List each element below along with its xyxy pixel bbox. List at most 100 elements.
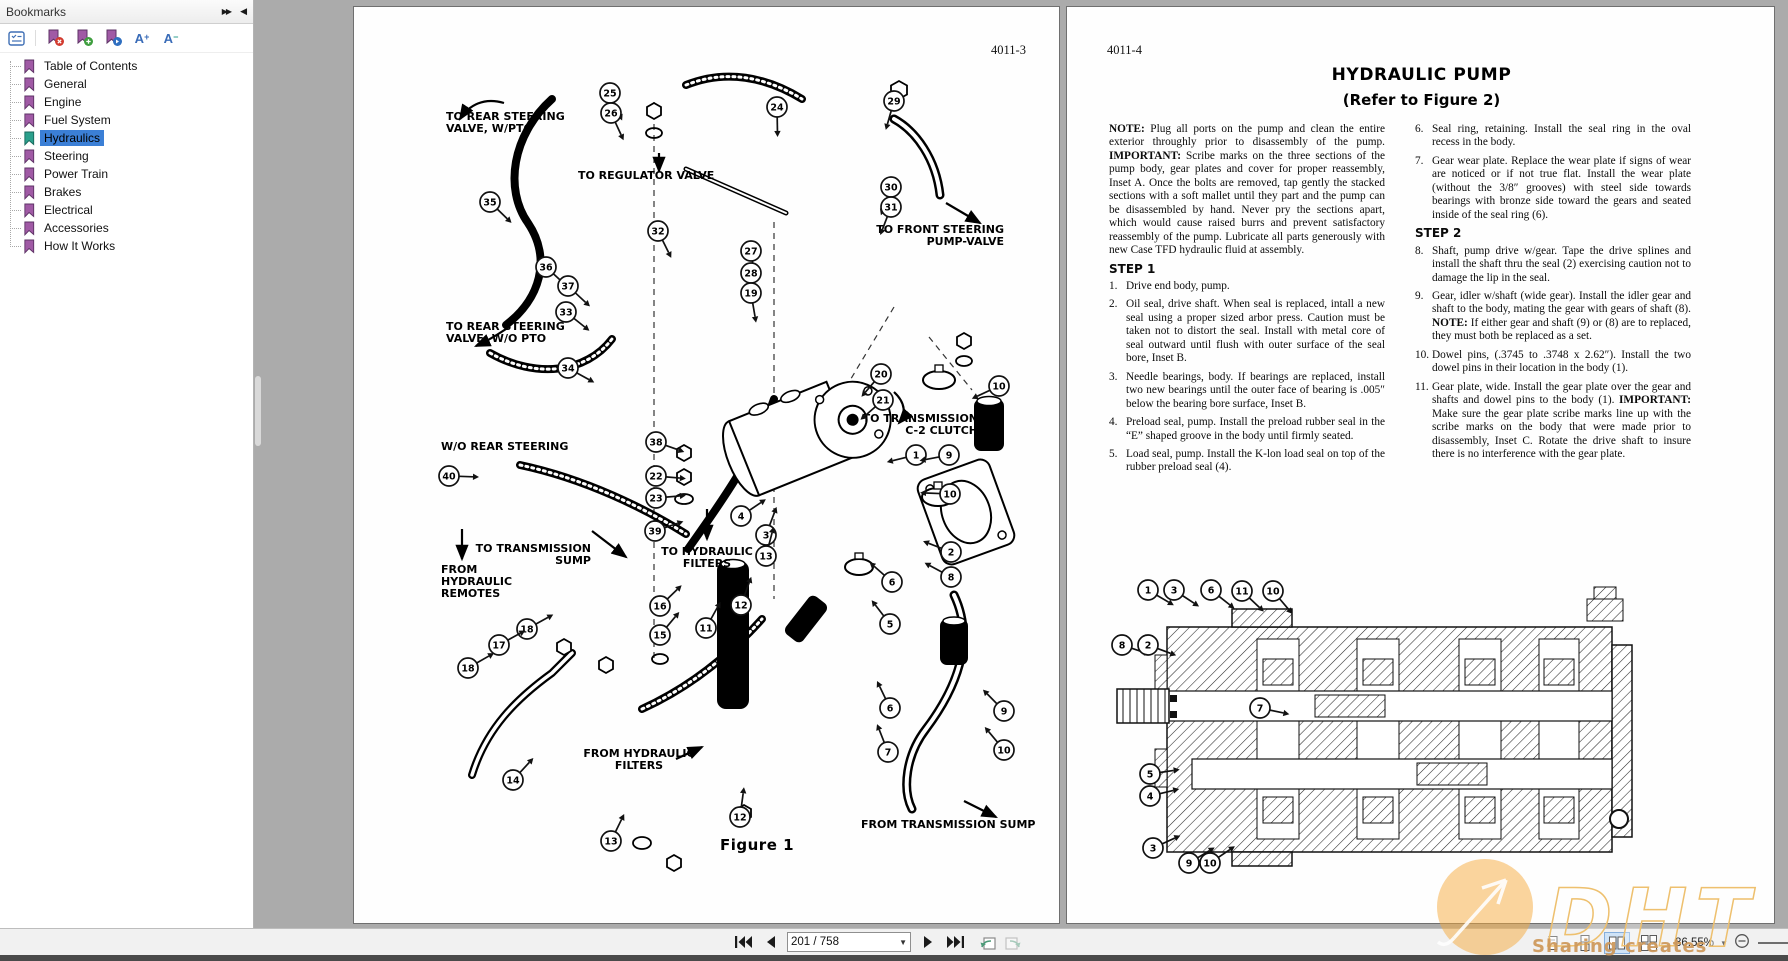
next-page-button[interactable] (918, 932, 938, 952)
figure-label: TO REGULATOR VALVE (578, 169, 714, 182)
first-page-button[interactable] (733, 932, 753, 952)
bookmark-item-brakes[interactable]: Brakes (0, 183, 253, 201)
previous-page-button[interactable] (760, 932, 780, 952)
svg-text:5: 5 (887, 620, 894, 631)
callout-balloon-36 (535, 256, 557, 278)
callout-balloon-1 (1137, 579, 1159, 601)
callout-balloon-32 (647, 220, 669, 242)
bookmark-item-steering[interactable]: Steering (0, 147, 253, 165)
callout-balloon-14 (502, 769, 524, 791)
bookmark-label: Steering (44, 149, 89, 163)
callout-balloon-10 (939, 483, 961, 505)
callout-balloon-3 (755, 524, 777, 546)
tree-line (10, 61, 11, 247)
svg-text:6: 6 (887, 704, 894, 715)
svg-text:10: 10 (997, 746, 1011, 757)
bookmark-label: Table of Contents (44, 59, 138, 73)
bookmark-item-power-train[interactable]: Power Train (0, 165, 253, 183)
add-bookmark-icon[interactable] (74, 29, 94, 47)
decrease-text-size-icon[interactable]: A− (163, 30, 179, 46)
expand-panel-icon[interactable]: ▶▶ (221, 7, 232, 16)
bookmark-item-hydraulics[interactable]: Hydraulics (0, 129, 253, 147)
previous-view-button[interactable] (978, 932, 998, 952)
numbered-item: 11.Gear plate, wide. Install the gear pl… (1415, 380, 1691, 460)
layout-two-page-button[interactable] (1604, 932, 1630, 954)
figure-1-callouts: 2526242930313532272819363733342021103822… (438, 82, 1015, 852)
callout-balloon-30 (880, 176, 902, 198)
svg-text:40: 40 (442, 472, 456, 483)
layout-two-page-continuous-button[interactable] (1636, 932, 1662, 954)
increase-text-size-icon[interactable]: A+ (134, 30, 150, 46)
bookmark-item-electrical[interactable]: Electrical (0, 201, 253, 219)
step-heading: STEP 2 (1415, 226, 1462, 241)
callout-balloon-10 (988, 375, 1010, 397)
zoom-dropdown-caret-icon[interactable]: ▼ (1720, 938, 1728, 948)
svg-text:37: 37 (561, 282, 574, 293)
bookmark-item-table-of-contents[interactable]: Table of Contents (0, 57, 253, 75)
callout-balloon-9 (1178, 852, 1200, 874)
svg-text:21: 21 (876, 396, 889, 407)
tree-stub (10, 227, 21, 229)
go-to-bookmark-icon[interactable] (103, 29, 123, 47)
bookmark-label: Brakes (44, 185, 82, 199)
callout-balloon-18 (457, 657, 479, 679)
bookmark-item-engine[interactable]: Engine (0, 93, 253, 111)
bookmark-item-accessories[interactable]: Accessories (0, 219, 253, 237)
callout-balloon-10 (1262, 580, 1284, 602)
bookmark-item-general[interactable]: General (0, 75, 253, 93)
callout-balloon-39 (644, 520, 666, 542)
viewer-bottom-toolbar: 201 / 758 ▼ (0, 928, 1788, 956)
bookmarks-panel: Bookmarks ▶▶ ◀ A+ A− Table o (0, 0, 254, 955)
zoom-level-value[interactable]: 86.55% (1674, 937, 1714, 949)
svg-text:1: 1 (1145, 586, 1152, 597)
panel-options-icon[interactable] (6, 29, 26, 47)
svg-text:7: 7 (1257, 704, 1264, 715)
bookmark-flag-icon (24, 203, 35, 218)
delete-bookmark-icon[interactable] (45, 29, 65, 47)
layout-single-page-button[interactable] (1540, 932, 1566, 954)
bookmark-item-fuel-system[interactable]: Fuel System (0, 111, 253, 129)
numbered-item: 7.Gear wear plate. Replace the wear plat… (1415, 154, 1691, 221)
callout-balloon-20 (870, 363, 892, 385)
tree-stub (10, 245, 21, 247)
numbered-item: 8.Shaft, pump drive w/gear. Tape the dri… (1415, 244, 1691, 284)
callout-balloon-34 (557, 357, 579, 379)
bookmarks-panel-title: Bookmarks (6, 4, 67, 19)
svg-text:36: 36 (539, 263, 553, 274)
layout-continuous-button[interactable] (1572, 932, 1598, 954)
cylindrical-parts (717, 395, 1004, 709)
next-view-button[interactable] (1003, 932, 1023, 952)
clamps-and-fittings (556, 79, 973, 873)
svg-text:17: 17 (492, 641, 505, 652)
svg-text:33: 33 (559, 308, 572, 319)
svg-text:6: 6 (1208, 586, 1215, 597)
bookmark-label: Electrical (44, 203, 93, 217)
last-page-button[interactable] (945, 932, 965, 952)
bookmark-label: General (44, 77, 87, 91)
page-number-combobox[interactable]: 201 / 758 ▼ (787, 932, 911, 952)
tree-stub (10, 173, 21, 175)
zoom-out-button[interactable] (1734, 933, 1750, 954)
zoom-slider[interactable] (1757, 942, 1788, 944)
numbered-item: 10.Dowel pins, (.3745 to .3748 x 2.62″).… (1415, 348, 1691, 375)
svg-text:22: 22 (649, 472, 662, 483)
sidebar-splitter-handle[interactable] (255, 376, 261, 446)
callout-balloon-5 (879, 613, 901, 635)
svg-text:4: 4 (738, 512, 745, 523)
svg-text:7: 7 (885, 748, 892, 759)
collapse-panel-icon[interactable]: ◀ (240, 6, 247, 16)
callout-balloon-3 (1163, 579, 1185, 601)
svg-text:1: 1 (913, 451, 920, 462)
svg-text:23: 23 (649, 494, 662, 505)
bookmark-flag-icon (24, 131, 35, 146)
page-number-value: 201 / 758 (791, 936, 839, 948)
bookmark-item-how-it-works[interactable]: How It Works (0, 237, 253, 255)
callout-balloon-2 (1137, 634, 1159, 656)
bookmark-flag-icon (24, 167, 35, 182)
svg-text:27: 27 (744, 247, 757, 258)
